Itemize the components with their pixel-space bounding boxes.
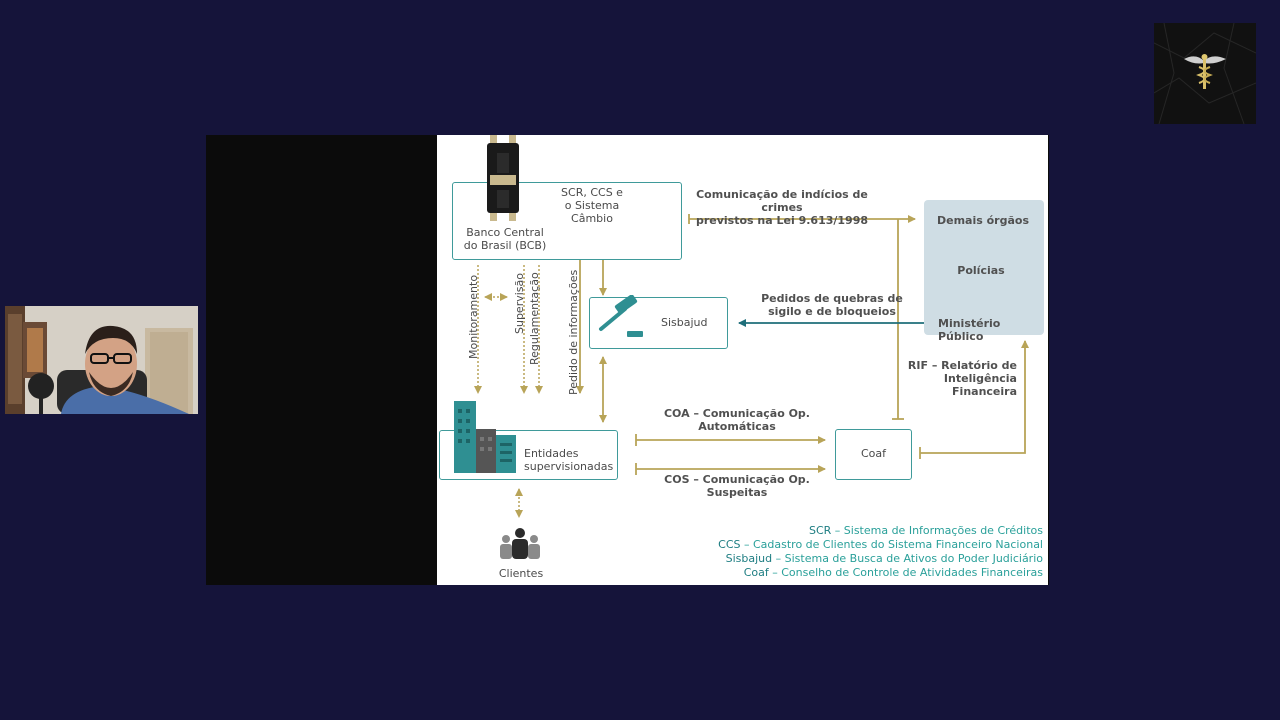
rif-line1: RIF – Relatório de — [907, 359, 1017, 372]
entidades-line2: supervisionadas — [524, 460, 614, 473]
sisbajud-label: Sisbajud — [661, 316, 708, 329]
bank-building-icon — [487, 135, 519, 221]
legend-text: – Cadastro de Clientes do Sistema Financ… — [740, 538, 1043, 551]
cos-line2: Suspeitas — [706, 486, 768, 499]
legend-item: Coaf – Conselho de Controle de Atividade… — [718, 566, 1043, 580]
legend-abbr: CCS — [718, 538, 741, 551]
coa-line2: Automáticas — [698, 420, 776, 433]
arrow-rif — [920, 340, 1029, 454]
legend-abbr: SCR — [808, 524, 832, 537]
coa-line1: COA – Comunicação Op. — [663, 407, 810, 420]
regulamentacao-label: Regulamentação — [528, 272, 541, 365]
scr-ccs-line1: SCR, CCS e — [561, 186, 623, 199]
ministerio-publico-label: Ministério Público — [938, 317, 1001, 343]
caduceus-logo-icon — [1154, 23, 1256, 124]
pedido-informacoes-label: Pedido de informações — [567, 269, 580, 395]
legend: SCR – Sistema de Informações de Créditos… — [718, 524, 1043, 580]
legend-item: SCR – Sistema de Informações de Créditos — [718, 524, 1043, 538]
sisbajud-box — [589, 297, 728, 349]
legend-text: – Sistema de Informações de Créditos — [831, 524, 1043, 537]
cos-line1: COS – Comunicação Op. — [664, 473, 810, 486]
supervisao-label: Supervisão — [513, 273, 526, 334]
legend-item: Sisbajud – Sistema de Busca de Ativos do… — [718, 552, 1043, 566]
presenter-video — [5, 306, 198, 414]
entidades-line1: Entidades — [524, 447, 579, 460]
pedidos-quebras-label: Pedidos de quebras de sigilo e de bloque… — [747, 292, 917, 318]
bcb-label: Banco Central do Brasil (BCB) — [455, 226, 555, 252]
rif-line2: Inteligência — [943, 372, 1017, 385]
scr-ccs-line2: o Sistema — [564, 199, 620, 212]
coaf-box — [835, 429, 912, 480]
comunicacao-line1: Comunicação de indícios de crimes — [696, 188, 868, 214]
diagram-slide: Banco Central do Brasil (BCB) SCR, CCS e… — [437, 135, 1048, 585]
legend-abbr: Sisbajud — [725, 552, 773, 565]
bcb-name-line1: Banco Central — [466, 226, 544, 239]
legend-abbr: Coaf — [743, 566, 769, 579]
entidades-label: Entidades supervisionadas — [524, 447, 613, 473]
rif-label: RIF – Relatório de Inteligência Financei… — [907, 359, 1017, 398]
pedidos-quebras-line2: sigilo e de bloqueios — [768, 305, 896, 318]
bcb-name-line2: do Brasil (BCB) — [463, 239, 547, 252]
legend-text: – Conselho de Controle de Atividades Fin… — [768, 566, 1043, 579]
coaf-label: Coaf — [860, 447, 887, 460]
pedidos-quebras-line1: Pedidos de quebras de — [761, 292, 903, 305]
legend-text: – Sistema de Busca de Ativos do Poder Ju… — [772, 552, 1043, 565]
demais-orgaos-panel — [924, 200, 1044, 335]
gavel-icon — [599, 295, 643, 337]
scr-ccs-label: SCR, CCS e o Sistema Câmbio — [552, 186, 632, 225]
policias-label: Polícias — [957, 264, 1005, 277]
rif-line3: Financeira — [952, 385, 1017, 398]
clientes-label: Clientes — [498, 567, 544, 580]
bcb-box — [452, 182, 682, 260]
comunicacao-line2: previstos na Lei 9.613/1998 — [695, 214, 869, 227]
cos-label: COS – Comunicação Op. Suspeitas — [627, 473, 847, 499]
webcam-feed — [5, 306, 198, 414]
people-group-icon — [500, 528, 540, 559]
monitoramento-label: Monitoramento — [467, 274, 480, 359]
demais-orgaos-label: Demais órgãos — [937, 214, 1030, 227]
legend-item: CCS – Cadastro de Clientes do Sistema Fi… — [718, 538, 1043, 552]
scr-ccs-line3: Câmbio — [571, 212, 613, 225]
office-buildings-icon — [454, 401, 516, 473]
coa-label: COA – Comunicação Op. Automáticas — [627, 407, 847, 433]
comunicacao-label: Comunicação de indícios de crimes previs… — [682, 188, 882, 227]
